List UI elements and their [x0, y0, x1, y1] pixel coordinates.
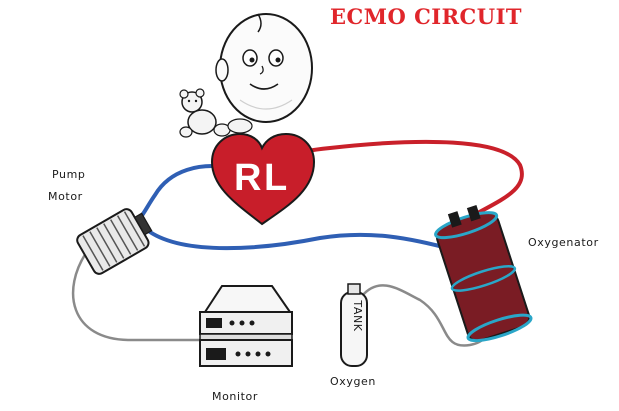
monitor-icon — [200, 286, 292, 366]
oxygenator-icon — [430, 200, 534, 346]
heart-right-letter: R — [234, 157, 261, 199]
monitor-label: Monitor — [212, 390, 258, 403]
pump-label-line1: Pump — [52, 168, 86, 181]
baby-face-icon — [216, 14, 312, 122]
pump-to-oxygenator-line — [150, 232, 455, 250]
diagram-title: ECMO CIRCUIT — [330, 4, 522, 29]
oxygen-tank-icon: TANK — [341, 284, 367, 366]
heart-left-letter: L — [264, 157, 287, 199]
oxygenator-label: Oxygenator — [528, 236, 599, 249]
oxygen-label: Oxygen — [330, 375, 376, 388]
arterial-line-to-heart — [292, 142, 522, 220]
heart-icon: R L — [212, 134, 314, 224]
tank-label: TANK — [351, 299, 364, 331]
pump-label-line2: Motor — [48, 190, 83, 203]
